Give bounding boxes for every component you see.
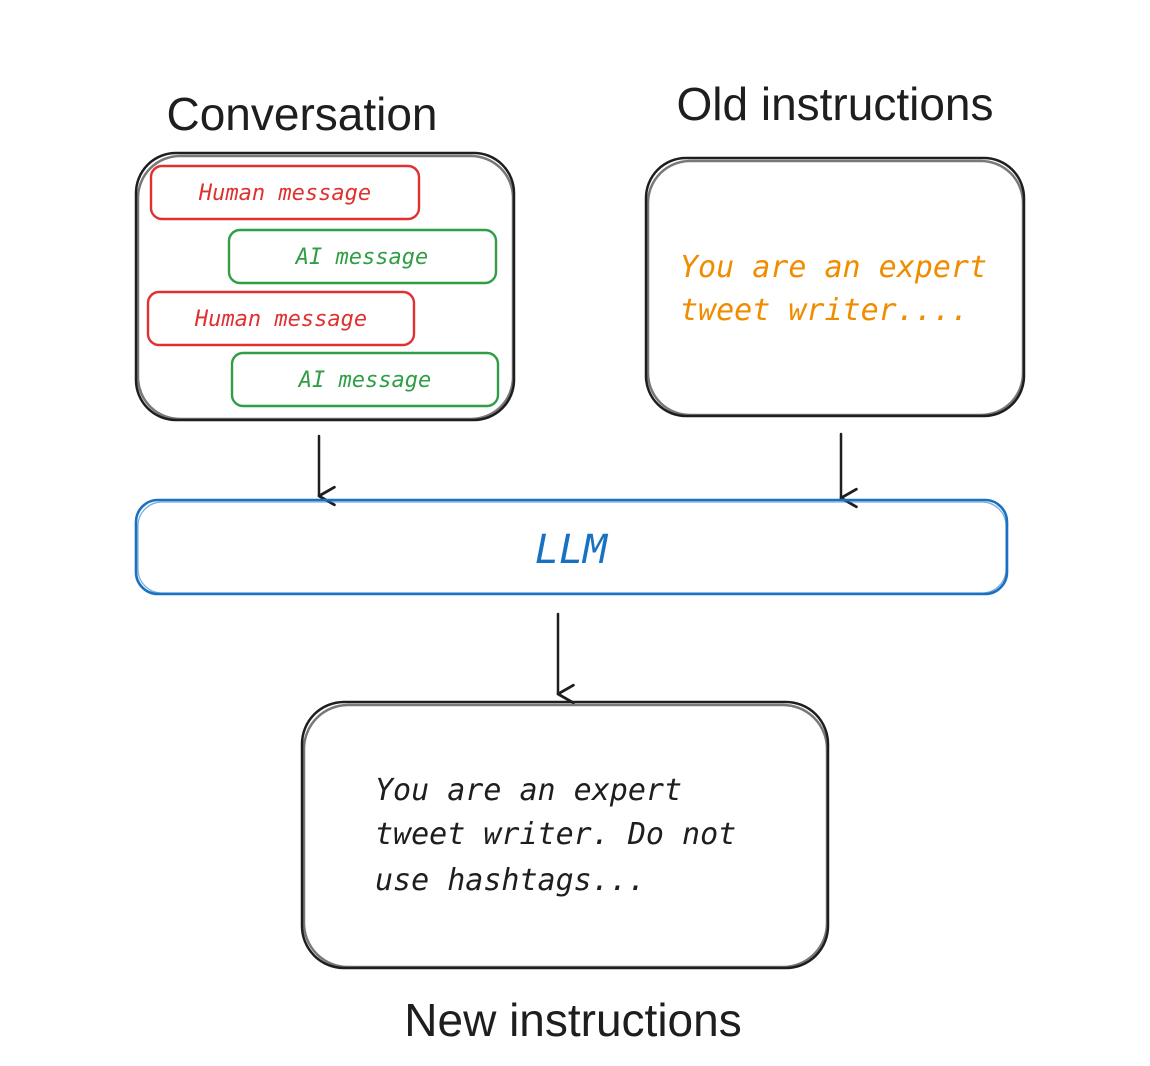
message-bubble-human-1: Human message	[149, 164, 421, 221]
new-instructions-line-2: tweet writer. Do not	[375, 817, 736, 852]
old-instructions-title: Old instructions	[676, 78, 993, 130]
llm-box: LLM	[134, 498, 1009, 596]
conversation-title: Conversation	[166, 88, 437, 140]
old-instructions-line-2: tweet writer....	[680, 293, 969, 328]
conversation-box: Human message AI message Human message A…	[134, 151, 516, 422]
message-bubble-human-2: Human message	[146, 290, 416, 347]
llm-label: LLM	[535, 527, 609, 573]
message-label: AI message	[294, 245, 428, 270]
message-bubble-ai-2: AI message	[230, 351, 500, 408]
new-instructions-line-1: You are an expert	[375, 773, 682, 808]
message-label: Human message	[198, 181, 371, 206]
message-label: Human message	[194, 307, 367, 332]
new-instructions-title: New instructions	[404, 994, 741, 1046]
new-instructions-box: You are an expert tweet writer. Do not u…	[300, 700, 830, 970]
old-instructions-box: You are an expert tweet writer....	[644, 156, 1026, 418]
message-label: AI message	[297, 368, 431, 393]
message-bubble-ai-1: AI message	[227, 228, 498, 285]
old-instructions-line-1: You are an expert	[680, 250, 987, 285]
new-instructions-line-3: use hashtags...	[375, 863, 646, 898]
